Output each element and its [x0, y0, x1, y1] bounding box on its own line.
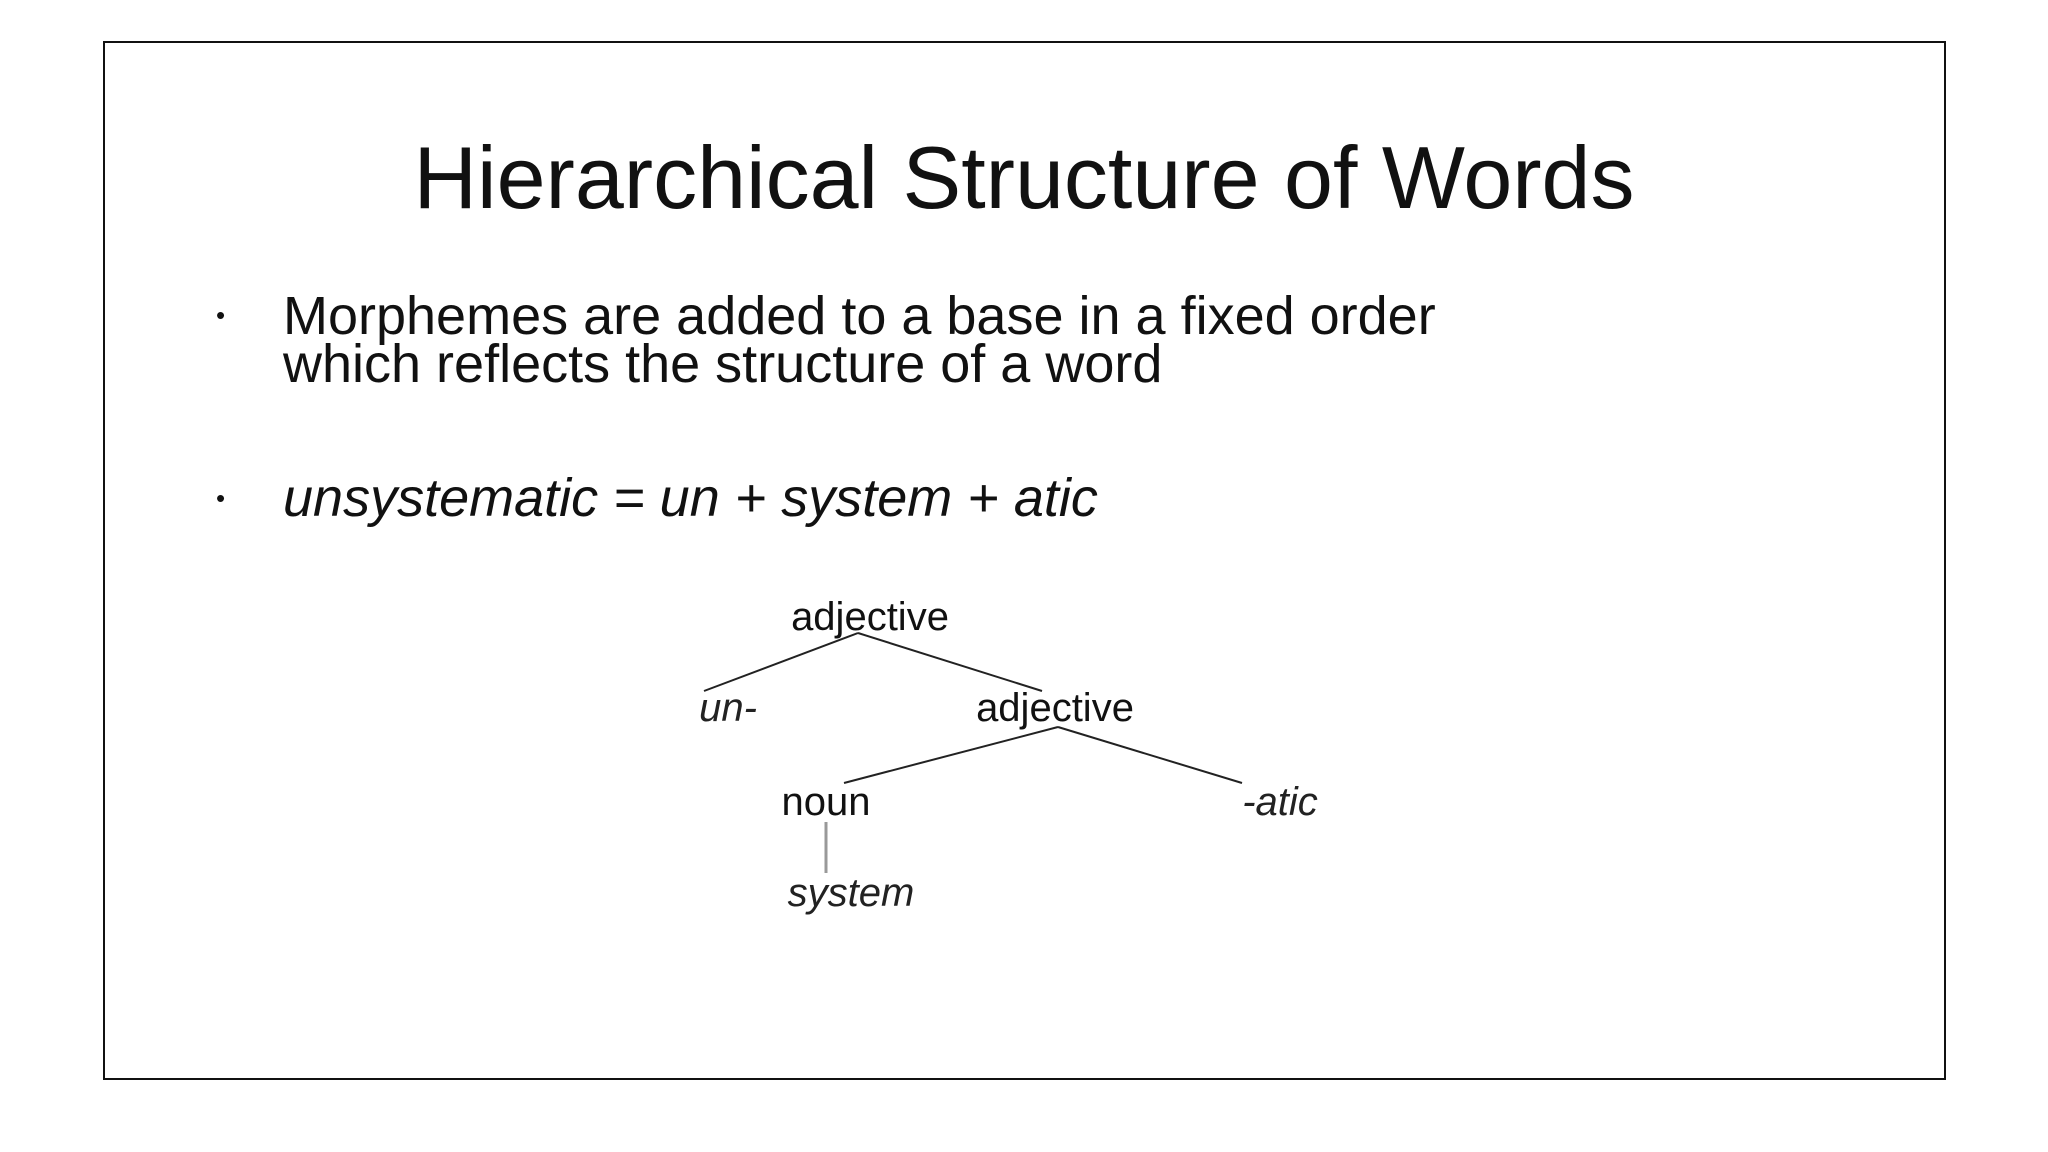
- bullet-marker: •: [216, 300, 226, 330]
- bullet-2-equation: unsystematic = un + system + atic: [283, 468, 1098, 528]
- node-noun: noun: [782, 780, 871, 824]
- slide-frame: [103, 41, 1946, 1080]
- bullet-1-line-2: which reflects the structure of a word: [283, 334, 1163, 394]
- edge-inner-to-noun: [843, 726, 1059, 784]
- node-prefix-un: un-: [699, 686, 757, 730]
- node-root-adjective: adjective: [791, 595, 949, 639]
- bullet-1-line-1: Morphemes are added to a base in a fixed…: [283, 286, 1436, 346]
- edge-root-to-inner: [857, 632, 1043, 692]
- bullet-marker: •: [216, 483, 226, 513]
- node-suffix-atic: -atic: [1242, 780, 1318, 824]
- edge-root-to-prefix: [703, 632, 859, 692]
- edge-inner-to-suffix: [1057, 726, 1243, 784]
- slide-title: Hierarchical Structure of Words: [413, 128, 1635, 227]
- node-inner-adjective: adjective: [976, 686, 1134, 730]
- node-base-system: system: [788, 871, 915, 915]
